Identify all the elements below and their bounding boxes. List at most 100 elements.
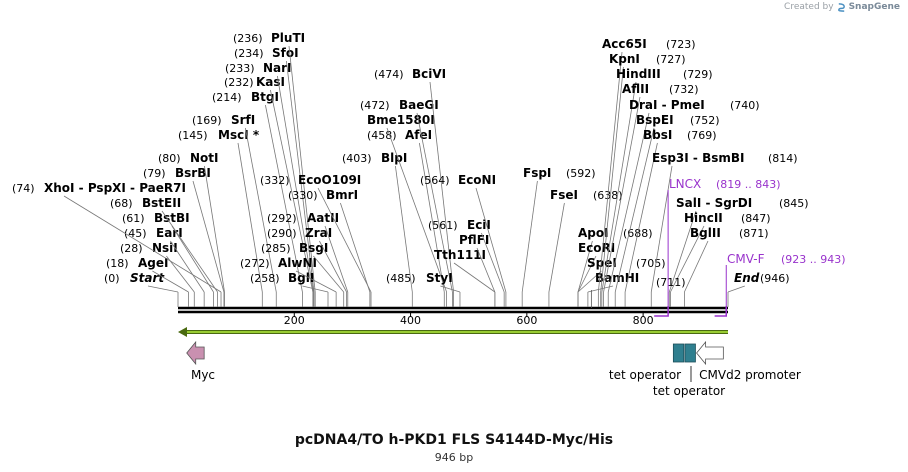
- site-position-label: (458): [367, 129, 397, 142]
- credit-prefix: Created by: [784, 2, 834, 12]
- site-name-start: Start: [130, 271, 165, 285]
- site-connector: [614, 127, 655, 293]
- site-position-label: (79): [143, 167, 166, 180]
- site-connector: [277, 75, 314, 293]
- site-connector: [288, 45, 316, 293]
- site-name-aflii: AflII: [622, 82, 649, 96]
- primer-mark: [714, 306, 728, 317]
- site-position-label: (472): [360, 99, 390, 112]
- snapgene-logo-icon: [837, 2, 845, 12]
- site-connector: [270, 89, 314, 293]
- site-position-label: (68): [110, 197, 133, 210]
- site-position-label: (45): [124, 227, 147, 240]
- site-position-label: (727): [656, 53, 686, 66]
- site-name-esp3i: Esp3I - BsmBI: [652, 151, 744, 165]
- tick-label: 400: [400, 314, 421, 327]
- site-connector: [453, 262, 496, 293]
- site-connector: [476, 247, 496, 293]
- site-name-styi: StyI: [426, 271, 453, 285]
- site-name-xhoi: XhoI - PspXI - PaeR7I: [44, 181, 186, 195]
- site-connector: [727, 285, 745, 293]
- site-name-sali: SalI - SgrDI: [676, 196, 752, 210]
- primer-range: (819 .. 843): [716, 178, 781, 191]
- site-connector: [668, 210, 697, 293]
- snapgene-credit: Created by SnapGene: [784, 2, 900, 12]
- site-connector: [317, 187, 372, 293]
- feature-tet-operator: [684, 343, 696, 363]
- site-name-fspi: FspI: [523, 166, 551, 180]
- orf-arrow-head: [178, 327, 187, 337]
- tick-label: 800: [633, 314, 654, 327]
- site-name-bsteii: BstEII: [142, 196, 181, 210]
- site-name-btgi: BtgI: [251, 90, 279, 104]
- site-name-bspei: BspEI: [636, 113, 674, 127]
- site-name-bsrbi: BsrBI: [175, 166, 211, 180]
- site-position-label: (564): [420, 174, 450, 187]
- credit-brand: SnapGene: [848, 2, 900, 12]
- feature-label-tet-operator-1: tet operator: [609, 368, 681, 382]
- site-name-pluti: PluTI: [271, 31, 305, 45]
- site-name-msci: MscI *: [218, 128, 260, 142]
- site-connector: [166, 255, 195, 293]
- site-position-label: (232): [224, 76, 254, 89]
- site-connector: [147, 285, 179, 293]
- site-position-label: (285): [261, 242, 291, 255]
- site-name-nari: NarI: [263, 61, 292, 75]
- site-position-label: (729): [683, 68, 713, 81]
- site-name-blpi: BlpI: [381, 151, 407, 165]
- site-connector: [548, 202, 565, 293]
- site-connector: [386, 127, 447, 293]
- site-position-label: (740): [730, 99, 760, 112]
- site-name-bamhi: BamHI: [595, 271, 639, 285]
- site-name-aatii: AatII: [307, 211, 339, 225]
- site-position-label: (814): [768, 152, 798, 165]
- site-position-label: (871): [739, 227, 769, 240]
- site-position-label: (403): [342, 152, 372, 165]
- site-connector: [603, 96, 641, 293]
- site-connector: [601, 81, 637, 293]
- site-position-label: (723): [666, 38, 696, 51]
- site-position-label: (145): [178, 129, 208, 142]
- site-name-fsei: FseI: [550, 188, 578, 202]
- site-position-label: (258): [250, 272, 280, 285]
- site-name-acc65i: Acc65I: [602, 37, 647, 51]
- site-name-drai: DraI - PmeI: [629, 98, 705, 112]
- site-connector: [475, 187, 507, 293]
- site-position-label: (752): [690, 114, 720, 127]
- site-name-srfi: SrfI: [231, 113, 255, 127]
- site-connector: [440, 285, 461, 293]
- site-connector: [161, 210, 218, 293]
- site-position-label: (485): [386, 272, 416, 285]
- site-connector: [597, 51, 623, 293]
- site-position-label: (61): [122, 212, 145, 225]
- primer-range: (923 .. 943): [781, 253, 846, 266]
- site-connector: [481, 232, 505, 293]
- site-position-label: (292): [267, 212, 297, 225]
- primer-name: CMV-F: [727, 252, 765, 266]
- site-name-pflfi: PflFI: [459, 233, 489, 247]
- site-position-label: (847): [741, 212, 771, 225]
- site-name-sfoi: SfoI: [272, 46, 299, 60]
- site-name-baegi: BaeGI: [399, 98, 439, 112]
- site-position-label: (330): [288, 189, 318, 202]
- site-name-econi: EcoNI: [458, 173, 496, 187]
- site-position-label: (236): [233, 32, 263, 45]
- site-connector: [286, 60, 315, 293]
- site-position-label: (332): [260, 174, 290, 187]
- site-connector: [395, 165, 413, 293]
- site-name-end: End: [734, 271, 760, 285]
- site-position-label: (561): [428, 219, 458, 232]
- site-position-label: (592): [566, 167, 596, 180]
- site-connector: [313, 255, 345, 293]
- site-name-kasi: KasI: [256, 75, 285, 89]
- site-connector: [237, 142, 263, 293]
- tick-label: 200: [284, 314, 305, 327]
- site-connector: [324, 225, 349, 293]
- site-connector: [577, 255, 597, 293]
- site-connector: [152, 270, 189, 293]
- site-connector: [302, 285, 329, 293]
- site-connector: [600, 66, 624, 293]
- site-connector: [577, 270, 602, 293]
- site-name-hincii: HincII: [684, 211, 723, 225]
